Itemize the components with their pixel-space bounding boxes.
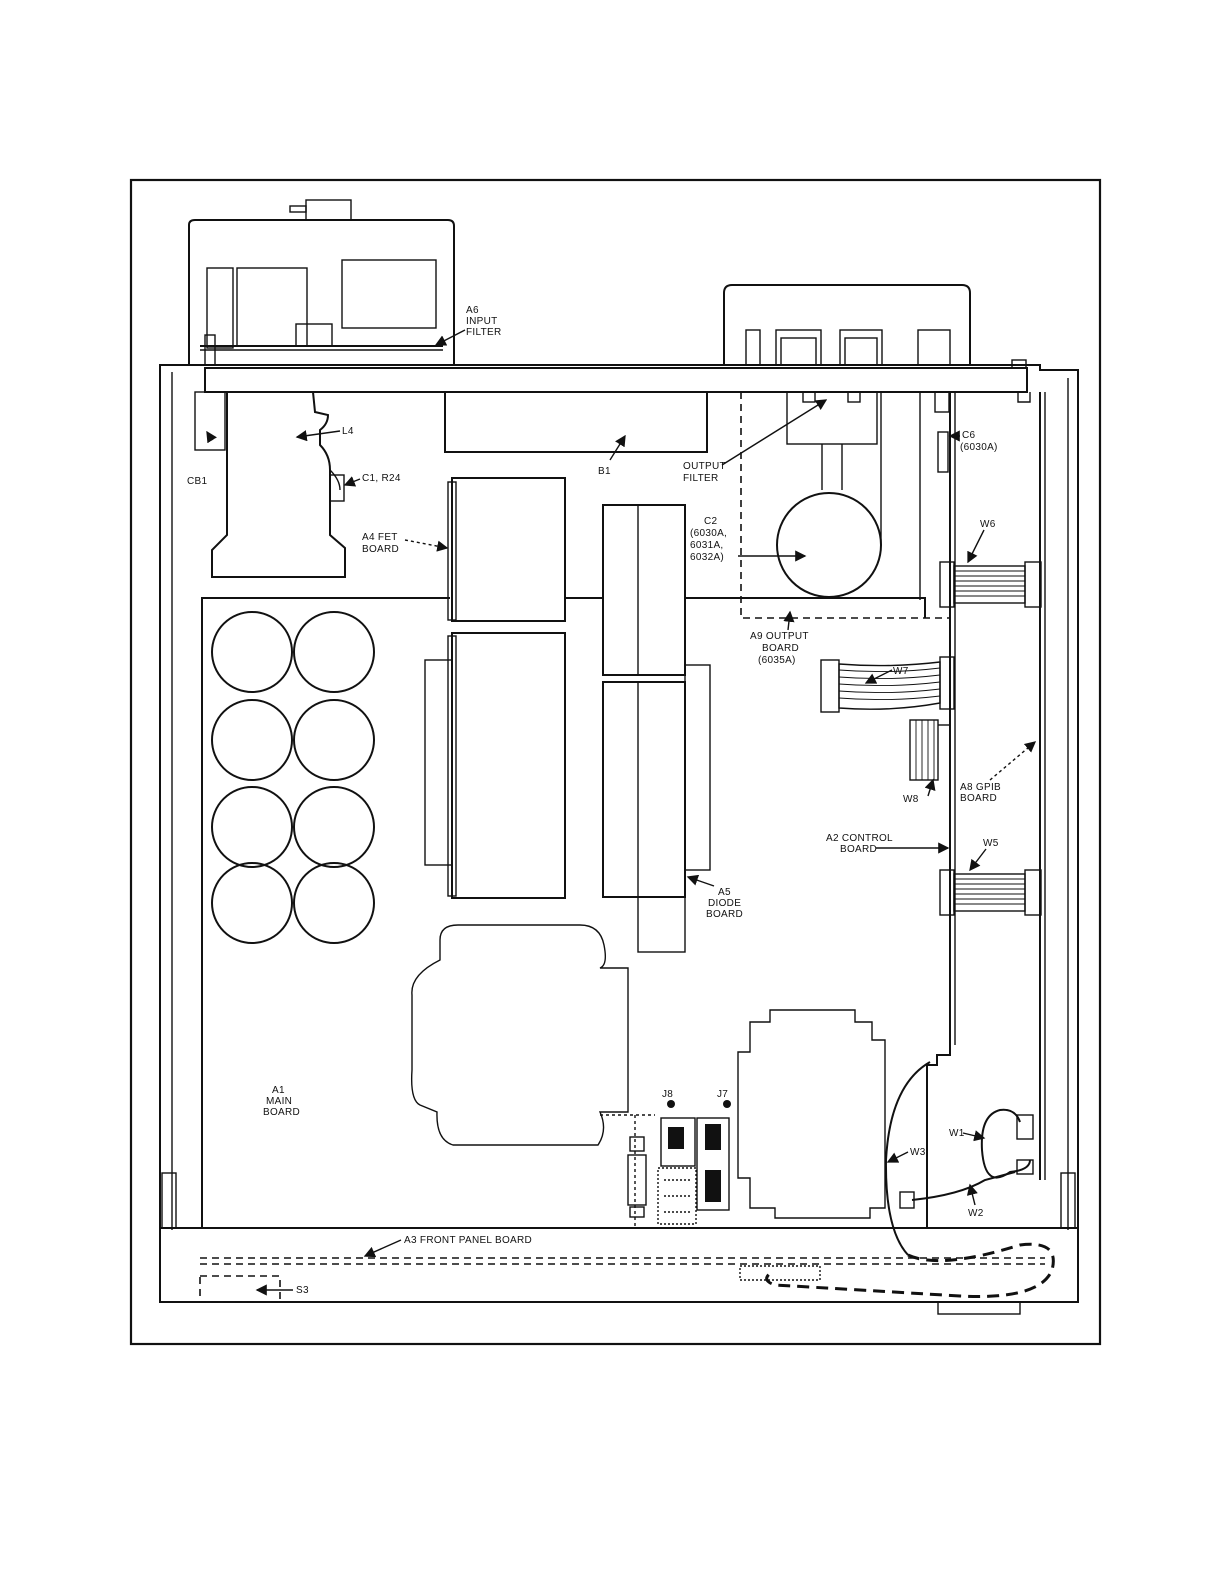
- j7-jumper: [697, 1100, 731, 1210]
- svg-text:BOARD: BOARD: [263, 1107, 300, 1118]
- a8-gpib-board: [1018, 392, 1045, 1180]
- svg-text:BOARD: BOARD: [706, 909, 743, 920]
- label-a1: A1 MAIN BOARD: [263, 1085, 300, 1118]
- label-a4: A4 FET BOARD: [362, 532, 399, 555]
- label-a6: A6 INPUT FILTER: [466, 305, 502, 338]
- label-w7: W7: [893, 666, 909, 677]
- svg-text:A2 CONTROL: A2 CONTROL: [826, 833, 893, 844]
- label-b1: B1: [598, 466, 611, 477]
- main-transformer: [412, 925, 628, 1145]
- front-wire-harness: [767, 1244, 1054, 1296]
- rear-panel: [205, 368, 1027, 392]
- w2-connector: [900, 1192, 914, 1208]
- svg-text:6031A,: 6031A,: [690, 540, 724, 551]
- label-w8: W8: [903, 794, 919, 805]
- label-c2: C2 (6030A, 6031A, 6032A): [690, 516, 727, 563]
- svg-text:FILTER: FILTER: [683, 473, 719, 484]
- label-w1: W1: [949, 1128, 965, 1139]
- label-output-filter: OUTPUT FILTER: [683, 461, 726, 484]
- svg-text:BOARD: BOARD: [840, 844, 877, 855]
- output-filter-bracket: [787, 392, 877, 444]
- svg-text:FILTER: FILTER: [466, 327, 502, 338]
- output-terminal-housing: [724, 285, 970, 365]
- l4-inductor: [212, 392, 345, 577]
- b1-fan: [445, 392, 707, 452]
- svg-text:BOARD: BOARD: [762, 643, 799, 654]
- c6-capacitor: [938, 432, 948, 472]
- a9-output-board: [741, 392, 950, 618]
- fuse: [600, 1115, 655, 1228]
- svg-text:A9 OUTPUT: A9 OUTPUT: [750, 631, 809, 642]
- svg-text:BOARD: BOARD: [362, 544, 399, 555]
- bias-transformer: [738, 1010, 885, 1218]
- w1-wire: [982, 1110, 1030, 1178]
- label-a5: A5 DIODE BOARD: [706, 887, 743, 920]
- j8-jumper: [658, 1100, 696, 1224]
- label-a3: A3 FRONT PANEL BOARD: [404, 1235, 532, 1246]
- label-j8: J8: [662, 1089, 673, 1100]
- label-s3: S3: [296, 1285, 309, 1296]
- cb1-breaker: [195, 392, 225, 450]
- label-a2: A2 CONTROL BOARD: [826, 833, 893, 855]
- label-w3: W3: [910, 1147, 926, 1158]
- svg-text:A8 GPIB: A8 GPIB: [960, 782, 1001, 793]
- svg-text:OUTPUT: OUTPUT: [683, 461, 726, 472]
- svg-text:BOARD: BOARD: [960, 793, 997, 804]
- a3-front-panel-board: [200, 1258, 1045, 1302]
- label-a8: A8 GPIB BOARD: [960, 782, 1001, 804]
- svg-text:6032A): 6032A): [690, 552, 724, 563]
- label-w2: W2: [968, 1208, 984, 1219]
- svg-text:A5: A5: [718, 887, 731, 898]
- c2-capacitor: [777, 493, 881, 597]
- svg-text:A4 FET: A4 FET: [362, 532, 398, 543]
- label-c6: C6 (6030A): [960, 430, 998, 453]
- svg-text:(6030A): (6030A): [960, 442, 998, 453]
- svg-text:C6: C6: [962, 430, 976, 441]
- input-filter-assembly: [189, 200, 454, 365]
- svg-text:INPUT: INPUT: [466, 316, 498, 327]
- label-j7: J7: [717, 1089, 728, 1100]
- svg-text:(6035A): (6035A): [758, 655, 796, 666]
- w7-ribbon-cable: [821, 657, 954, 712]
- svg-text:DIODE: DIODE: [708, 898, 741, 909]
- a2-control-board: [927, 392, 955, 1228]
- svg-text:(6030A,: (6030A,: [690, 528, 727, 539]
- svg-text:A6: A6: [466, 305, 479, 316]
- svg-text:C2: C2: [704, 516, 718, 527]
- a1-capacitor-bank: [212, 612, 374, 943]
- w3-wire: [886, 1062, 930, 1255]
- svg-text:MAIN: MAIN: [266, 1096, 292, 1107]
- w8-cable: [910, 720, 950, 780]
- label-w6: W6: [980, 519, 996, 530]
- a5-diode-board: [603, 505, 710, 952]
- label-cb1: CB1: [187, 476, 207, 487]
- svg-text:A1: A1: [272, 1085, 285, 1096]
- label-c1-r24: C1, R24: [362, 473, 401, 484]
- label-l4: L4: [342, 426, 354, 437]
- label-a9: A9 OUTPUT BOARD (6035A): [750, 631, 809, 666]
- label-w5: W5: [983, 838, 999, 849]
- a4-fet-board: [425, 478, 565, 898]
